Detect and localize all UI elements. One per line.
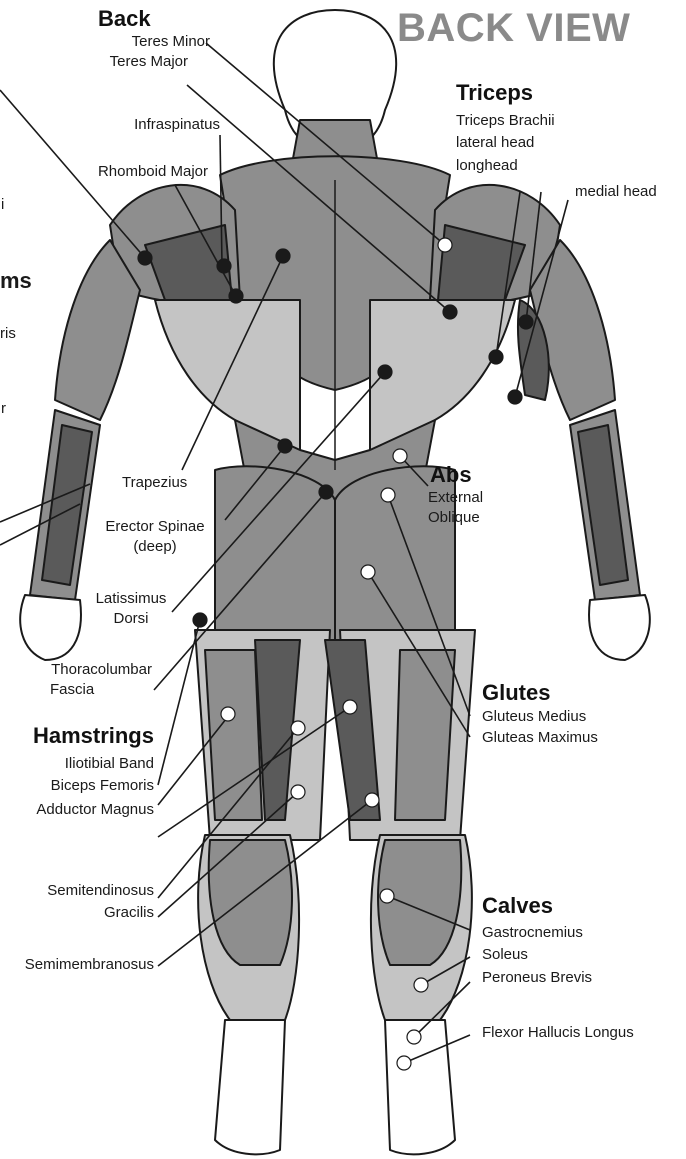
clipped-fragment-1: i [1, 196, 4, 213]
group-title-back: Back [98, 6, 151, 31]
group-title-glutes: Glutes [482, 680, 550, 705]
label-semitendinosus: Semitendinosus [0, 882, 154, 899]
label-semimembranosus: Semimembranosus [0, 956, 154, 973]
dot-peroneus [407, 1030, 421, 1044]
dot-semimembranosus [365, 793, 379, 807]
dot-gracilis [291, 785, 305, 799]
dot-biceps-femoris [221, 707, 235, 721]
label-soleus: Soleus [482, 946, 528, 963]
view-title: BACK VIEW [397, 6, 630, 51]
clipped-fragment-2: ris [0, 325, 16, 342]
label-peroneus-brevis: Peroneus Brevis [482, 969, 592, 986]
label-longhead: longhead [456, 157, 518, 174]
label-latissimus: Latissimus [86, 590, 176, 607]
label-biceps-femoris: Biceps Femoris [0, 777, 154, 794]
dot-triceps-medial [508, 390, 522, 404]
label-teres-major: Teres Major [88, 53, 188, 70]
label-latissimus-dorsi: Dorsi [86, 610, 176, 627]
dot-teres-minor [438, 238, 452, 252]
dot-soleus [414, 978, 428, 992]
label-erector-spinae-deep: (deep) [80, 538, 230, 555]
label-gracilis: Gracilis [0, 904, 154, 921]
dot-glute-medius [381, 488, 395, 502]
dot-lat-shoulder [138, 251, 152, 265]
label-adductor-magnus: Adductor Magnus [0, 801, 154, 818]
dot-glute-maximus [361, 565, 375, 579]
left-foot [215, 1020, 285, 1154]
label-teres-minor: Teres Minor [110, 33, 210, 50]
dot-erector [278, 439, 292, 453]
right-hamstring-mid [395, 650, 455, 820]
label-oblique: Oblique [428, 509, 480, 526]
dot-rhomboid [229, 289, 243, 303]
left-latissimus [155, 300, 300, 454]
dot-triceps-long [519, 315, 533, 329]
dot-adductor [343, 700, 357, 714]
label-infraspinatus: Infraspinatus [116, 116, 220, 133]
label-gastrocnemius: Gastrocnemius [482, 924, 583, 941]
group-title-hamstrings: Hamstrings [0, 723, 154, 748]
label-gluteas-maximus: Gluteas Maximus [482, 729, 598, 746]
dot-flexor [397, 1056, 411, 1070]
right-latissimus [370, 300, 515, 454]
group-title-triceps: Triceps [456, 80, 533, 105]
group-title-abs: Abs [430, 462, 472, 487]
dot-infraspinatus [217, 259, 231, 273]
dot-teres-major [443, 305, 457, 319]
left-upper-arm [55, 240, 140, 420]
label-triceps-brachii: Triceps Brachii [456, 112, 555, 129]
left-glute [215, 466, 335, 647]
label-medial-head: medial head [575, 183, 657, 200]
clipped-group-title: ms [0, 268, 32, 294]
right-hand [589, 595, 650, 660]
label-trapezius: Trapezius [122, 474, 187, 491]
dot-gastrocnemius [380, 889, 394, 903]
label-rhomboid-major: Rhomboid Major [78, 163, 208, 180]
dot-iliotibial [193, 613, 207, 627]
label-iliotibial-band: Iliotibial Band [0, 755, 154, 772]
label-thoracolumbar: Thoracolumbar [44, 661, 152, 678]
label-external: External [428, 489, 483, 506]
dot-semitendinosus [291, 721, 305, 735]
left-hand [20, 595, 81, 660]
dot-triceps-lateral [489, 350, 503, 364]
group-title-calves: Calves [482, 893, 553, 918]
label-flexor-hallucis-longus: Flexor Hallucis Longus [482, 1024, 634, 1041]
dot-trapezius [276, 249, 290, 263]
dot-thoracolumbar [319, 485, 333, 499]
dot-oblique [393, 449, 407, 463]
label-lateral-head: lateral head [456, 134, 534, 151]
label-fascia: Fascia [50, 681, 94, 698]
dot-latissimus [378, 365, 392, 379]
label-gluteus-medius: Gluteus Medius [482, 708, 586, 725]
label-erector-spinae: Erector Spinae [80, 518, 230, 535]
clipped-fragment-3: r [1, 400, 6, 417]
